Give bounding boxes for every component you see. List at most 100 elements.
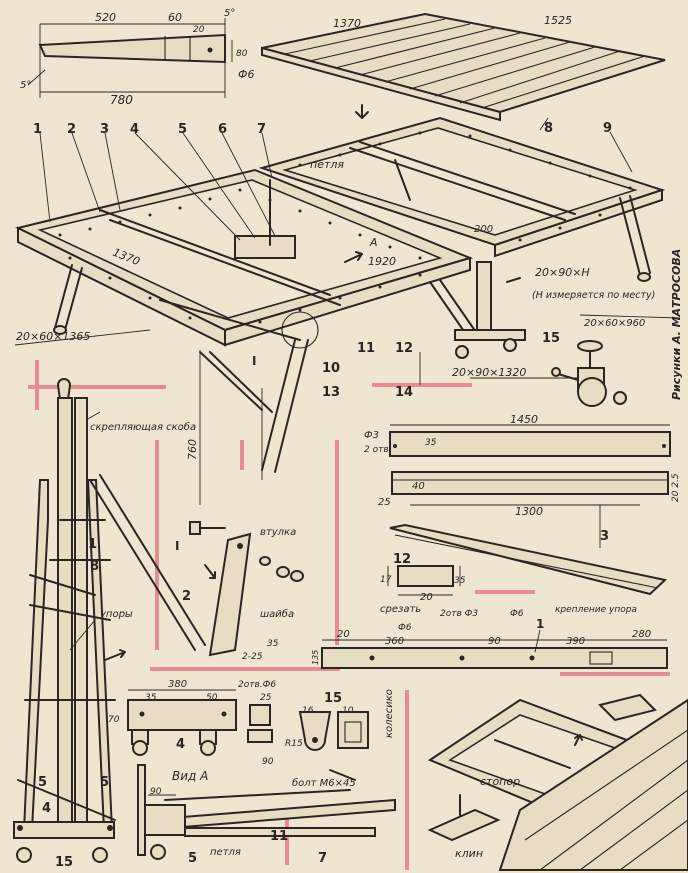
part-12-dim-17: 17 — [380, 575, 392, 585]
stop-dim-135: 135 — [311, 650, 320, 665]
accent-strip — [28, 385, 166, 389]
stop-dim-390: 390 — [566, 636, 585, 647]
bolt-label: болт М6×45 — [292, 777, 356, 789]
view-a-part-11: 11 — [270, 829, 288, 844]
stop-dim-90: 90 — [488, 636, 501, 647]
rail-dim-40: 40 — [412, 481, 425, 492]
part-2: 2 — [67, 122, 76, 137]
accent-strip — [35, 360, 39, 410]
fold-part-8: 8 — [90, 559, 99, 574]
part-12: 12 — [395, 341, 413, 356]
stop-dim-280: 280 — [632, 629, 651, 640]
profile-20x60x960: 20×60×960 — [584, 318, 645, 329]
part-9: 9 — [603, 121, 612, 136]
stopper-label: стопор — [480, 775, 520, 788]
stop-dim-360: 360 — [385, 636, 404, 647]
profile-20x90: 20×90×Н — [535, 266, 590, 279]
fold-part-5b: 5 — [100, 775, 109, 790]
stops-label: упоры — [99, 609, 133, 620]
accent-strip — [372, 383, 472, 387]
stop-hole-b: Ф6 — [510, 609, 524, 619]
fold-part-1: 1 — [88, 537, 97, 552]
rail-dim-25: 25 — [378, 497, 391, 508]
table-panel-8: 1370 1525 — [261, 12, 666, 122]
view-a-hinge: петля — [210, 847, 241, 858]
stop-mount-label: крепление упора — [555, 605, 637, 615]
dim-200: 200 — [474, 224, 493, 235]
accent-strip — [405, 690, 409, 870]
part-10: 10 — [322, 361, 340, 376]
dim-60: 60 — [168, 11, 182, 24]
rail-dim-20: 20 2.5 — [671, 473, 681, 502]
part-8: 8 — [544, 121, 553, 136]
profile-20x60x1365: 20×60×1365 — [16, 330, 90, 343]
bracket-dim-16: 16 — [302, 706, 314, 716]
washer-label: шайба — [260, 608, 294, 620]
angle-top: 5° — [224, 8, 235, 19]
node-title: I — [175, 539, 179, 553]
part-15: 15 — [542, 331, 560, 346]
caster-bracket-detail: 380 35 70 50 2отв.Ф6 25 4 90 15 16 10 R1… — [108, 679, 395, 767]
bracket-part-15: 15 — [324, 691, 342, 706]
stop-hole-a: Ф6 — [398, 623, 412, 633]
caster-part-4: 4 — [176, 737, 185, 752]
stop-holes: 2отв Ф3 — [440, 609, 478, 619]
fold-part-2: 2 — [182, 589, 191, 604]
part-12-number: 12 — [393, 552, 411, 567]
panel-length: 1525 — [544, 14, 572, 27]
rail-holes-count: 2 отв. — [364, 445, 392, 455]
caster-holes: 2отв.Ф6 — [238, 680, 276, 690]
part-1: 1 — [33, 122, 42, 137]
dim-780: 780 — [110, 93, 133, 107]
angle-bottom: 5° — [20, 80, 31, 91]
accent-strip — [150, 667, 340, 671]
part-12-dim-35: 35 — [454, 576, 466, 586]
dim-20: 20 — [193, 25, 205, 35]
height-760: 760 — [186, 439, 199, 460]
panel-width: 1370 — [333, 17, 361, 30]
rail-hole: Ф3 — [364, 430, 379, 441]
folded-table-view: скрепляющая скоба упоры 1 8 2 5 5 4 15 — [13, 378, 206, 870]
view-a-part-7: 7 — [318, 851, 327, 866]
part-number-labels: 1 2 3 4 5 6 7 8 9 10 11 12 13 14 15 — [33, 121, 612, 400]
stop-part-1: 1 — [536, 617, 544, 631]
caster-dim-380: 380 — [168, 679, 187, 690]
caster-dim-70: 70 — [108, 715, 120, 725]
rail-part-3: 3 — [600, 529, 609, 544]
accent-strip — [335, 440, 339, 645]
part-12-dim-20: 20 — [420, 592, 433, 603]
dim-1920: 1920 — [368, 255, 396, 268]
part-13: 13 — [322, 385, 340, 400]
brace-label: скрепляющая скоба — [90, 421, 196, 433]
view-a-part-5: 5 — [188, 851, 197, 866]
rail-dim-1300: 1300 — [515, 505, 543, 518]
leg-profile-drawing: 520 60 20 5° 5° 780 80 Ф6 — [20, 8, 254, 107]
part-11: 11 — [357, 341, 375, 356]
part-4: 4 — [130, 122, 139, 137]
fold-part-4: 4 — [42, 801, 51, 816]
accent-strip — [240, 440, 244, 470]
stop-dim-20: 20 — [337, 629, 350, 640]
fold-part-15: 15 — [55, 855, 73, 870]
node-marker: I — [252, 354, 256, 368]
part-3: 3 — [100, 122, 109, 137]
caster-dim-90: 90 — [262, 757, 274, 767]
profile-20x90x1320: 20×90×1320 — [452, 366, 526, 379]
accent-strip — [475, 590, 535, 594]
rail-length: 1450 — [510, 413, 538, 426]
accent-strip — [560, 672, 670, 676]
accent-strip — [155, 440, 159, 650]
view-a-detail: Вид А 90 болт М6×45 петля 5 11 7 — [137, 764, 396, 866]
rail-detail: 1450 Ф3 2 отв. 35 25 40 1300 20 2.5 3 — [364, 413, 681, 596]
main-table-frame — [14, 116, 681, 505]
bushing-label: втулка — [260, 527, 296, 538]
stop-rail-detail: 20 360 90 390 280 Ф6 Ф6 2отв Ф3 креплени… — [242, 605, 668, 669]
wedge-label: клин — [455, 847, 483, 860]
hole-6: Ф6 — [238, 68, 254, 81]
caster-15-drawing — [551, 340, 627, 407]
view-a-marker: А — [369, 236, 378, 249]
part-14: 14 — [395, 385, 413, 400]
part-12-detail: 12 17 35 20 срезать — [380, 552, 466, 615]
